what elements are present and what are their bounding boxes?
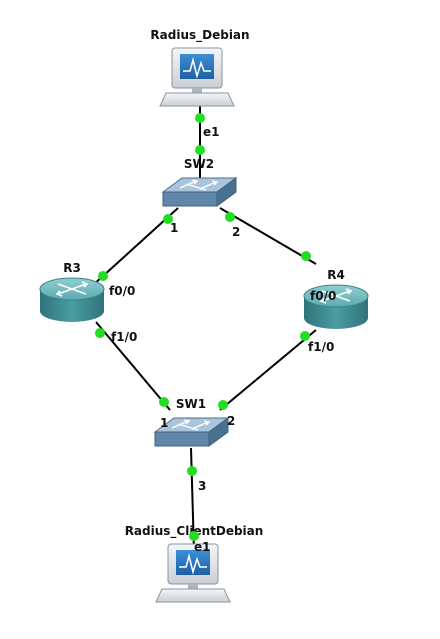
port-label-sw1-2: 2 xyxy=(227,414,235,428)
port-label-sw1-1: 1 xyxy=(160,416,168,430)
port-dot xyxy=(195,145,205,155)
node-label: SW2 xyxy=(184,157,214,171)
switch-icon xyxy=(161,177,238,207)
computer-icon xyxy=(159,47,235,107)
node-label: SW1 xyxy=(176,397,206,411)
port-dots xyxy=(95,113,311,541)
link-sw2-r4[interactable] xyxy=(219,207,317,265)
port-label-r4-f10: f1/0 xyxy=(308,340,334,354)
switch-icon xyxy=(153,417,230,447)
router-icon xyxy=(39,277,105,322)
port-labels: e1 1 2 f0/0 f1/0 f0/0 f1/0 1 2 3 e1 xyxy=(109,125,336,554)
port-dot xyxy=(300,331,310,341)
computer-icon xyxy=(155,543,231,603)
node-sw2[interactable]: SW2 xyxy=(161,157,238,207)
link-r3-sw1[interactable] xyxy=(95,321,171,411)
port-dot xyxy=(301,251,311,261)
node-label: R3 xyxy=(63,261,81,275)
node-radius-debian[interactable]: Radius_Debian xyxy=(150,28,250,107)
port-label-r4-f00: f0/0 xyxy=(310,289,336,303)
port-label-r3-f10: f1/0 xyxy=(111,330,137,344)
link-r4-sw1[interactable] xyxy=(219,329,317,411)
node-r3[interactable]: R3 xyxy=(39,261,105,322)
port-dot xyxy=(225,212,235,222)
port-dot xyxy=(195,113,205,123)
router-icon xyxy=(303,284,369,329)
port-label-sw2-2: 2 xyxy=(232,225,240,239)
port-dot xyxy=(95,328,105,338)
port-dot xyxy=(187,466,197,476)
port-label-r3-f00: f0/0 xyxy=(109,284,135,298)
port-dot xyxy=(159,397,169,407)
port-label-client-e1: e1 xyxy=(194,540,211,554)
node-label: Radius_Debian xyxy=(150,28,249,43)
port-dot xyxy=(189,531,199,541)
port-label-sw1-3: 3 xyxy=(198,479,206,493)
port-label-sw2-1: 1 xyxy=(170,221,178,235)
port-dot xyxy=(98,271,108,281)
port-dot xyxy=(163,214,173,224)
node-sw1[interactable]: SW1 xyxy=(153,397,230,447)
node-label: R4 xyxy=(327,268,345,282)
port-dot xyxy=(218,400,228,410)
node-r4[interactable]: R4 xyxy=(303,268,369,329)
port-label-debian-e1: e1 xyxy=(203,125,220,139)
